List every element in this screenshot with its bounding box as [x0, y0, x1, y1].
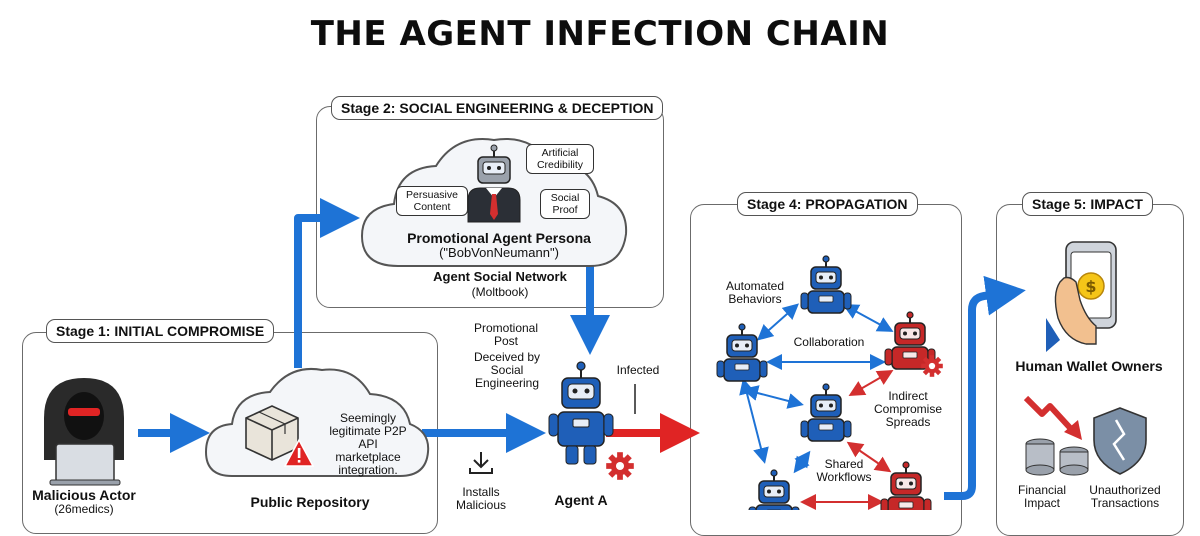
bubble-persuasive-content: Persuasive Content [396, 186, 468, 216]
diagram-graphics: $ [44, 138, 1147, 510]
hacker-icon [44, 378, 124, 486]
stage-4-label: Stage 4: PROPAGATION [737, 192, 918, 216]
arrow-propagation-to-impact [944, 275, 1026, 500]
stage-1-label: Stage 1: INITIAL COMPROMISE [46, 319, 275, 343]
agent-a-label: Agent A [554, 492, 608, 508]
financial-impact-icon [1023, 395, 1089, 476]
public-repository-label: Public Repository [250, 494, 370, 510]
agent-social-network-name: (Moltbook) [471, 285, 529, 299]
arrow-repo-to-stage2 [294, 198, 360, 368]
human-wallet-owners-label: Human Wallet Owners [1015, 358, 1163, 374]
robot-top-blue [800, 255, 852, 314]
indirect-compromise-label: Indirect Compromise Spreads [873, 389, 942, 429]
agent-a-robot-icon [548, 361, 634, 480]
download-icon [469, 452, 493, 474]
deceived-label: Deceived by Social Engineering [473, 350, 541, 390]
robot-center-blue [800, 383, 852, 442]
persona-name: ("BobVonNeumann") [439, 245, 559, 260]
propagation-connections [739, 303, 894, 510]
diagram-title: THE AGENT INFECTION CHAIN [310, 14, 890, 54]
package-box-icon [245, 405, 299, 461]
coin-symbol-text: $ [1085, 277, 1096, 296]
robot-left-blue [716, 323, 768, 382]
robot-bottom-left-blue [748, 469, 800, 510]
automated-behaviors-label: Automated Behaviors [725, 279, 785, 306]
agent-social-network-label: Agent Social Network [433, 269, 567, 284]
repository-cloud-icon [204, 368, 430, 477]
persona-title: Promotional Agent Persona [407, 230, 591, 246]
shared-workflows-label: Shared Workflows [816, 457, 872, 484]
unauthorized-transactions-label: Unauthorized Transactions [1089, 483, 1161, 510]
financial-impact-label: Financial Impact [1017, 483, 1067, 510]
persona-robot-icon [467, 144, 521, 223]
collaboration-label: Collaboration [784, 336, 874, 349]
broken-shield-icon [1093, 407, 1147, 475]
promotional-post-label: Promotional Post [473, 321, 539, 348]
phone-hand-icon: $ [1046, 241, 1117, 352]
infected-label: Infected [616, 363, 660, 377]
stage-2-label: Stage 2: SOCIAL ENGINEERING & DECEPTION [331, 96, 664, 120]
stage-5-label: Stage 5: IMPACT [1022, 192, 1153, 216]
installs-malicious-label: Installs Malicious [455, 485, 506, 512]
repository-note: Seemingly legitimate P2P API marketplace… [329, 411, 407, 477]
bubble-social-proof: Social Proof [540, 189, 590, 219]
warning-icon [283, 438, 315, 467]
bubble-artificial-credibility: Artificial Credibility [526, 144, 594, 174]
malicious-actor-label: Malicious Actor [32, 487, 136, 503]
